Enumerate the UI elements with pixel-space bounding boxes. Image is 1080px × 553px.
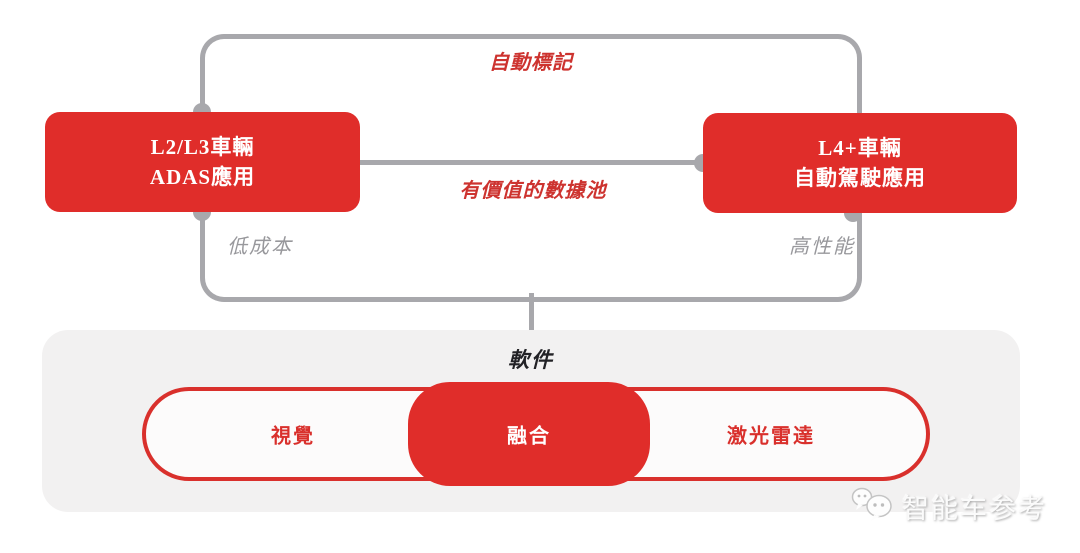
- segment-vision: 視覺: [271, 425, 315, 448]
- software-stub-line: [529, 293, 534, 333]
- watermark-text: 智能车参考: [902, 494, 1047, 524]
- l4-autonomous-node: L4+車輛 自動駕駛應用: [703, 113, 1017, 213]
- l4-node-line2: 自動駕駛應用: [794, 166, 926, 190]
- l4-node-line1: L4+車輛: [818, 135, 902, 160]
- high-performance-caption: 高性能: [789, 236, 855, 258]
- wechat-icon: [850, 484, 896, 529]
- fusion-highlight-blob: [408, 382, 650, 486]
- segment-fusion: 融合: [507, 425, 551, 448]
- segment-lidar: 激光雷達: [727, 425, 815, 448]
- software-panel: 軟件 視覺 融合 激光雷達: [42, 330, 1020, 512]
- l2-l3-node-line2: ADAS應用: [149, 165, 256, 189]
- data-pool-connector-line: [358, 160, 705, 165]
- valuable-data-pool-label: 有價值的數據池: [459, 180, 607, 202]
- auto-label-connector-line: [200, 34, 862, 117]
- low-cost-caption: 低成本: [227, 236, 293, 258]
- software-panel-title: 軟件: [508, 348, 554, 372]
- l2-l3-node-line1: L2/L3車輛: [150, 134, 255, 159]
- auto-labeling-label: 自動標記: [489, 52, 573, 74]
- l2-l3-adas-node: L2/L3車輛 ADAS應用: [45, 112, 360, 212]
- watermark: 智能车参考: [850, 484, 1047, 529]
